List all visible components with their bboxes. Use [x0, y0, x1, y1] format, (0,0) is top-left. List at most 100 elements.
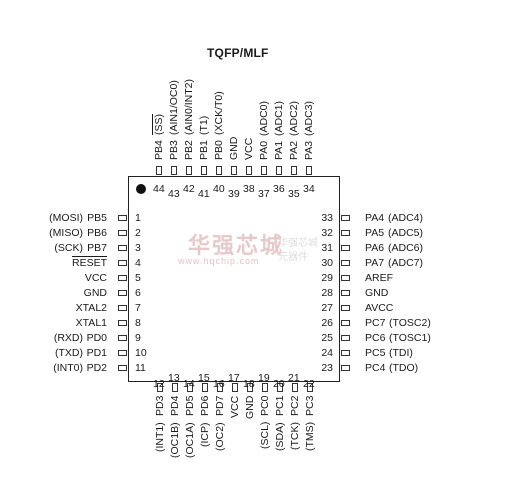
pin-lead	[118, 215, 127, 221]
pin-number: 43	[168, 188, 180, 200]
pin-number: 4	[135, 257, 141, 269]
pin-alt-function: (ADC4)	[388, 212, 424, 224]
pin-lead	[262, 383, 268, 392]
pin-name: PC3	[304, 395, 316, 416]
pin-name: PB3	[168, 140, 180, 160]
pin-name: PD2	[86, 362, 107, 374]
pin-name: RESET	[71, 257, 107, 269]
pin-name: PD6	[199, 395, 211, 416]
pin-alt-function: (AIN0/INT2)	[183, 78, 195, 135]
pin-lead	[307, 383, 313, 392]
pin-number: 26	[321, 317, 333, 329]
pin-number: 30	[321, 257, 333, 269]
pin-number: 9	[135, 332, 141, 344]
pin-lead	[118, 365, 127, 371]
pin-lead	[118, 230, 127, 236]
pin-lead	[201, 166, 207, 175]
pin-alt-function: (OC1A)	[184, 422, 196, 458]
pin-number: 18	[243, 378, 255, 390]
pin-number: 22	[303, 378, 315, 390]
pin-name: PD0	[86, 332, 107, 344]
package-title: TQFP/MLF	[207, 46, 269, 60]
pin-name: PA0	[258, 140, 270, 160]
pin-lead	[341, 260, 350, 266]
pin-name: PB2	[183, 140, 195, 160]
pin-lead	[118, 260, 127, 266]
pin-alt-function: (TMS)	[304, 421, 316, 451]
pin-lead	[341, 350, 350, 356]
pin-name: PD3	[154, 395, 166, 416]
pin-lead	[341, 230, 350, 236]
chip-body	[128, 176, 340, 382]
pin-number: 25	[321, 332, 333, 344]
pin-number: 20	[273, 378, 285, 390]
pin-number: 16	[213, 378, 225, 390]
pin-lead	[341, 290, 350, 296]
pin-lead	[231, 166, 237, 175]
pin-name: PD4	[169, 395, 181, 416]
pin-lead	[247, 383, 253, 392]
pin-name: PC4	[365, 362, 386, 374]
pin-alt-function: (TCK)	[289, 422, 301, 450]
pin-name: PA6	[365, 242, 385, 254]
pin-lead	[341, 215, 350, 221]
pin-name: VCC	[229, 395, 241, 418]
pin-name: GND	[244, 395, 256, 419]
pin1-indicator	[136, 184, 146, 194]
pin-number: 1	[135, 212, 141, 224]
pin-alt-function: (XCK/T0)	[213, 91, 225, 135]
pin-lead	[341, 275, 350, 281]
pin-name: GND	[228, 136, 240, 160]
pin-name: XTAL2	[75, 302, 107, 314]
pin-alt-function: (TDO)	[389, 362, 419, 374]
pin-number: 34	[303, 183, 315, 195]
pin-number: 2	[135, 227, 141, 239]
pin-alt-function: (OC2)	[214, 422, 226, 451]
pin-lead	[118, 290, 127, 296]
pin-name: XTAL1	[75, 317, 107, 329]
pin-alt-function: (SDA)	[274, 422, 286, 451]
pin-name: PB7	[87, 242, 107, 254]
pin-number: 15	[198, 372, 210, 384]
pin-alt-function: (TDI)	[389, 347, 413, 359]
pin-number: 3	[135, 242, 141, 254]
pin-lead	[118, 245, 127, 251]
pin-name: PD7	[214, 395, 226, 416]
pin-name: PB1	[198, 140, 210, 160]
pin-number: 33	[321, 212, 333, 224]
pin-name: PD1	[86, 347, 107, 359]
pin-number: 13	[168, 372, 180, 384]
pin-alt-function: (ICP)	[199, 422, 211, 448]
pin-lead	[156, 166, 162, 175]
pin-lead	[341, 365, 350, 371]
pin-name: VCC	[84, 272, 107, 284]
pin-number: 29	[321, 272, 333, 284]
pin-name: VCC	[243, 137, 255, 160]
pin-lead	[118, 275, 127, 281]
pin-number: 17	[228, 372, 240, 384]
pin-number: 27	[321, 302, 333, 314]
pin-number: 31	[321, 242, 333, 254]
pin-number: 37	[258, 188, 270, 200]
pin-lead	[157, 383, 163, 392]
pin-lead	[216, 166, 222, 175]
pin-alt-function: (MOSI)	[49, 212, 83, 224]
pin-name: PA3	[303, 140, 315, 160]
pin-number: 11	[135, 362, 146, 374]
pin-name: PC7	[365, 317, 386, 329]
pin-lead	[341, 245, 350, 251]
pin-name: GND	[83, 287, 107, 299]
pin-alt-function: (ADC1)	[273, 100, 285, 136]
pin-name: PA2	[288, 140, 300, 160]
pin-number: 19	[258, 372, 270, 384]
pin-alt-function: (RXD)	[53, 332, 83, 344]
pin-lead	[292, 383, 298, 392]
pin-lead	[118, 305, 127, 311]
pin-lead	[341, 335, 350, 341]
pin-lead	[217, 383, 223, 392]
pin-lead	[341, 305, 350, 311]
pin-number: 12	[153, 378, 165, 390]
pin-name: PC1	[274, 395, 286, 416]
watermark-side-1: 华强芯城	[278, 238, 318, 249]
pin-alt-function: (OC1B)	[169, 422, 181, 458]
